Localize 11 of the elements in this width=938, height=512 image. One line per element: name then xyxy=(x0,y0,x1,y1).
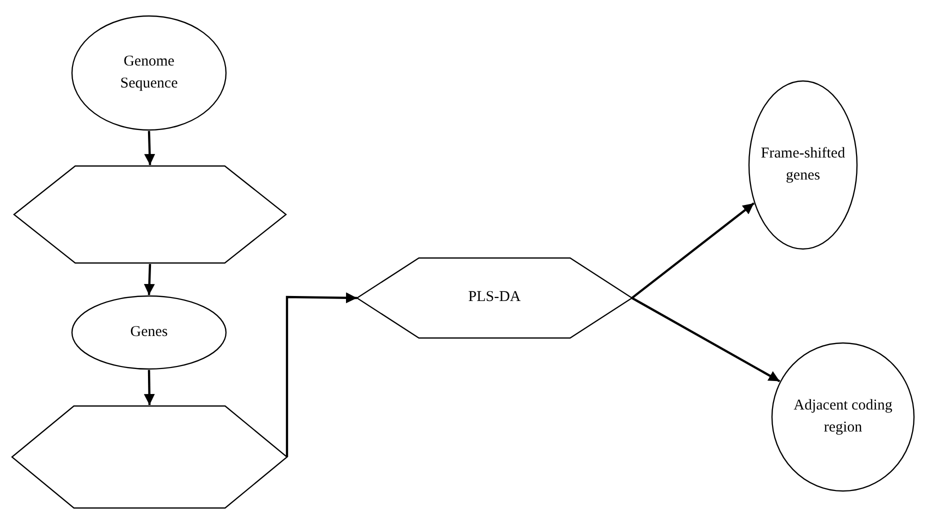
arrow xyxy=(631,202,755,299)
node-label: PLS-DA xyxy=(467,288,522,308)
node-label: Genome Sequence xyxy=(119,52,179,93)
node-label: Genes xyxy=(129,322,169,342)
arrow xyxy=(631,297,780,382)
arrow xyxy=(286,292,358,457)
arrow xyxy=(144,370,155,406)
node-label: Adjacent coding region xyxy=(792,396,894,437)
node-label: Frame-shifted genes xyxy=(760,144,846,185)
arrow xyxy=(144,264,155,296)
arrow xyxy=(144,130,156,166)
